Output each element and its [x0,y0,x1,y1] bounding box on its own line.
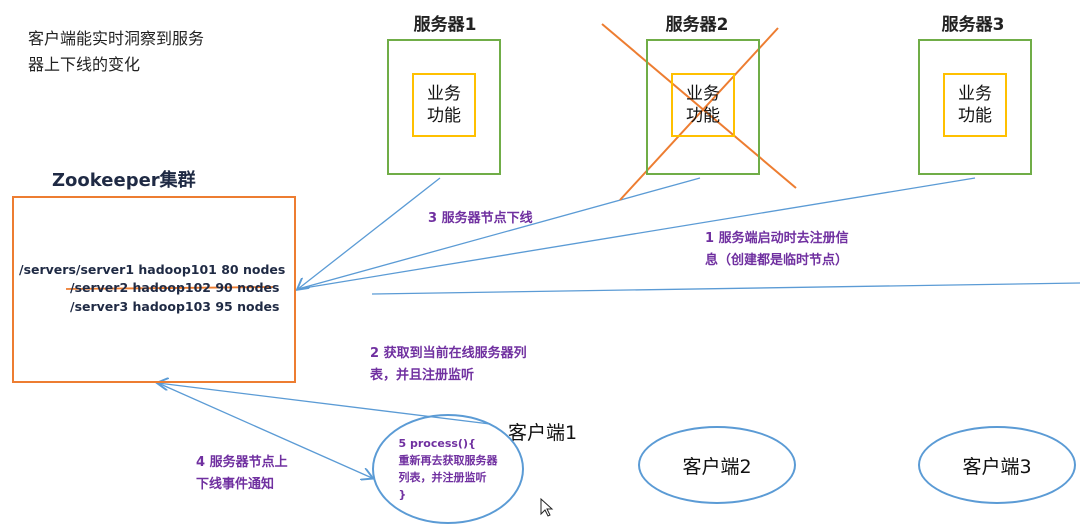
client3-ellipse: 客户端3 [918,426,1076,504]
arrow-server3-to-zk [297,177,976,290]
server1-func-label1: 业务 [427,84,461,104]
step1-line2: 息（创建都是临时节点） [705,253,849,268]
server3-function-box: 业务功能 [943,73,1007,137]
intro-note-line1: 客户端能实时洞察到服务 [28,29,205,48]
arrow-server2-to-zk [297,177,701,290]
node-server1: /servers/server1 hadoop101 80 nodes [19,262,286,277]
server2-title: 服务器2 [665,15,729,35]
server1-func-label2: 功能 [427,106,461,126]
arrow-server1-to-zk [298,177,441,289]
arrow-zk-to-client1 [157,382,372,478]
process-line1: 5 process(){ [398,437,476,450]
server2-func-label1: 业务 [686,84,720,104]
client1-ellipse: 5 process(){ 重新再去获取服务器 列表，并注册监听 } [372,414,524,524]
step3-label: 3 服务器节点下线 [428,211,533,226]
cursor-icon [540,497,554,517]
process-line2: 重新再去获取服务器 [398,454,498,467]
step1-label: 1 服务端启动时去注册信 息（创建都是临时节点） [705,228,849,272]
server2-func-label2: 功能 [686,106,720,126]
server2-box [646,39,760,175]
strike-server2-node [65,286,275,290]
client1-label: 客户端1 [508,422,578,444]
server1-function-box: 业务功能 [412,73,476,137]
server3-func-label1: 业务 [958,84,992,104]
node-server2: /server2 hadoop102 90 nodes [70,280,280,295]
server1-box [387,39,501,175]
server2-function-box: 业务功能 [671,73,735,137]
process-line3: 列表，并注册监听 [398,471,487,484]
process-line4: } [398,488,407,501]
client3-label: 客户端3 [962,455,1032,478]
step4-line1: 4 服务器节点上 [196,455,288,470]
step4-line2: 下线事件通知 [196,477,275,492]
zookeeper-title: Zookeeper集群 [52,170,196,191]
step4-label: 4 服务器节点上 下线事件通知 [196,452,288,496]
client2-label: 客户端2 [682,455,752,478]
server3-func-label2: 功能 [958,106,992,126]
server3-box [918,39,1032,175]
client2-ellipse: 客户端2 [638,426,796,504]
intro-note: 客户端能实时洞察到服务 器上下线的变化 [28,26,204,78]
step2-label: 2 获取到当前在线服务器列 表，并且注册监听 [370,343,527,387]
line-right-register [371,282,1080,295]
intro-note-line2: 器上下线的变化 [28,55,141,74]
step1-line1: 1 服务端启动时去注册信 [705,231,849,246]
process-callback-text: 5 process(){ 重新再去获取服务器 列表，并注册监听 } [399,435,498,503]
server1-title: 服务器1 [413,15,477,35]
node-server3: /server3 hadoop103 95 nodes [70,299,280,314]
step2-line1: 2 获取到当前在线服务器列 [370,346,527,361]
zookeeper-box [12,196,296,383]
server3-title: 服务器3 [941,15,1005,35]
step2-line2: 表，并且注册监听 [370,368,475,383]
cross-line-a [601,23,797,189]
